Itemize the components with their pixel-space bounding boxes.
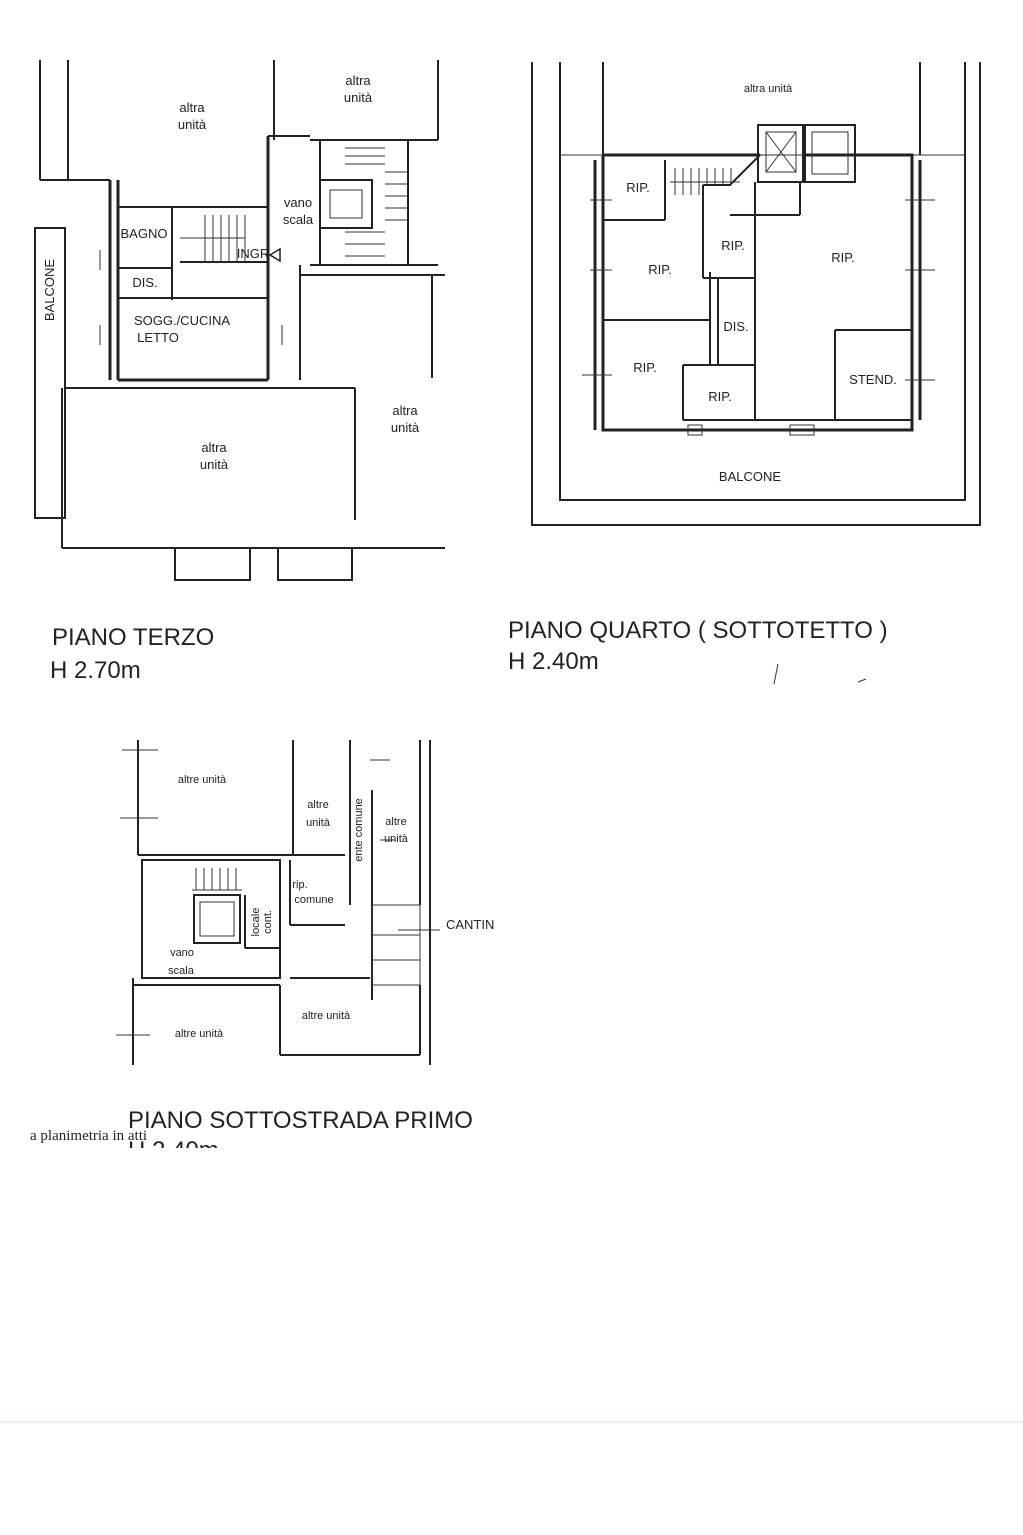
vano-scala-label: scala [283, 212, 314, 227]
elevator-icon [193, 894, 241, 944]
elevator-shaft [757, 124, 804, 183]
balcone-label: BALCONE [719, 469, 781, 484]
altre-unita-label: unità [306, 817, 331, 829]
soggiorno-label: SOGG./CUCINA [134, 313, 230, 328]
locale-contatori-label: locale [250, 908, 262, 937]
altre-unita-label: altre unità [175, 1028, 224, 1040]
third-floor-height: H 2.70m [50, 657, 141, 684]
altra-unita-label: altra [201, 440, 227, 455]
altra-unita-label: altra [392, 403, 418, 418]
basement-floor-plan: altre unità altre unità ente comune altr… [30, 740, 494, 1164]
balcone-label: BALCONE [42, 259, 57, 321]
stenditoio-label: STEND. [849, 372, 897, 387]
third-floor-plan: altra unità altra unità vano scala BAGNO… [34, 60, 445, 684]
internal-stair-icon [180, 215, 246, 262]
basement-floor-height: H 2.40m [128, 1137, 219, 1164]
vano-scala-label: vano [170, 947, 194, 959]
altra-unita-label: altra [179, 100, 205, 115]
footer-note: a planimetria in atti [30, 1128, 147, 1144]
altre-unita-label: altre unità [178, 774, 227, 786]
ripostiglio-label: RIP. [831, 250, 855, 265]
elevator-icon [765, 131, 797, 173]
altra-unita-label: unità [200, 457, 229, 472]
ripostiglio-label: RIP. [721, 238, 745, 253]
internal-stair-icon [670, 168, 740, 195]
stairwell-icon [345, 147, 408, 257]
altre-unita-label: altre unità [302, 1010, 351, 1022]
ingresso-label: INGR [237, 246, 270, 261]
basement-floor-title: PIANO SOTTOSTRADA PRIMO [128, 1107, 473, 1134]
altre-unita-label: unità [384, 833, 409, 845]
fourth-floor-title: PIANO QUARTO ( SOTTOTETTO ) [508, 617, 888, 644]
ripostiglio-label: RIP. [708, 389, 732, 404]
altre-unita-label: altre [307, 799, 328, 811]
stairwell-icon [192, 868, 242, 891]
locale-contatori-label: cont. [262, 910, 274, 934]
disimpegno-label: DIS. [132, 275, 157, 290]
altra-unita-label: altra [345, 73, 371, 88]
vano-scala-label: vano [284, 195, 312, 210]
altra-unita-label: unità [178, 117, 207, 132]
vano-scala-label: scala [168, 965, 195, 977]
ripostiglio-label: RIP. [648, 262, 672, 277]
ripostiglio-label: RIP. [633, 360, 657, 375]
elevator-icon [319, 179, 373, 229]
ripostiglio-comune-label: rip. [292, 879, 307, 891]
fourth-floor-height: H 2.40m [508, 648, 599, 675]
altra-unita-label: unità [344, 90, 373, 105]
bagno-label: BAGNO [121, 226, 168, 241]
soggiorno-label: LETTO [137, 330, 179, 345]
ripostiglio-comune-label: comune [294, 894, 333, 906]
cantina-label: CANTIN [446, 917, 494, 932]
ripostiglio-label: RIP. [626, 180, 650, 195]
ente-comune-label: ente comune [353, 798, 365, 862]
altra-unita-label: altra unità [744, 83, 793, 95]
disimpegno-label: DIS. [723, 319, 748, 334]
entrance-arrow-icon [268, 247, 281, 263]
altre-unita-label: altre [385, 816, 406, 828]
third-floor-title: PIANO TERZO [52, 624, 214, 651]
altra-unita-label: unità [391, 420, 420, 435]
fourth-floor-plan: altra unità RIP. RIP. RIP. RIP. DIS. RIP… [508, 62, 981, 685]
